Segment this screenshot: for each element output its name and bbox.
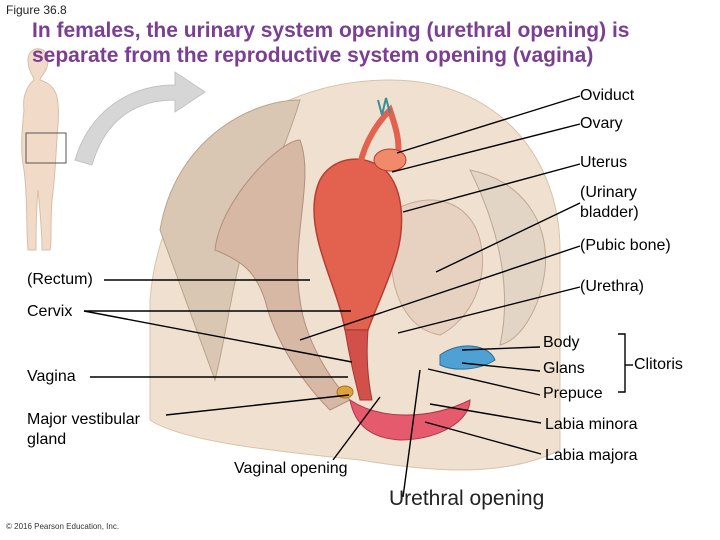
- label-clitoris: Clitoris: [634, 356, 683, 373]
- label-urinary-bladder-1: (Urinary: [580, 184, 637, 201]
- zoom-arrow-icon: [74, 71, 206, 166]
- label-cervix: Cervix: [27, 303, 73, 320]
- label-major-vestibular-gland-1: Major vestibular: [27, 411, 140, 428]
- label-glans: Glans: [543, 360, 585, 377]
- clitoris: [439, 345, 496, 370]
- vaginal-canal: [344, 329, 373, 401]
- label-oviduct: Oviduct: [580, 87, 635, 104]
- label-labia-majora: Labia majora: [545, 447, 638, 464]
- copyright-notice: © 2016 Pearson Education, Inc.: [6, 522, 120, 531]
- page-title: In females, the urinary system opening (…: [32, 19, 630, 67]
- label-urethral-opening: Urethral opening: [389, 487, 545, 510]
- label-labia-minora: Labia minora: [545, 416, 638, 433]
- label-prepuce: Prepuce: [543, 385, 603, 402]
- labia: [349, 398, 471, 441]
- inset-box: [25, 132, 67, 164]
- label-major-vestibular-gland-2: gland: [27, 431, 67, 448]
- label-urinary-bladder-2: bladder): [580, 204, 639, 221]
- label-vagina: Vagina: [27, 368, 76, 385]
- label-pubic-bone: (Pubic bone): [580, 237, 671, 254]
- ovary: [373, 148, 407, 172]
- label-vaginal-opening: Vaginal opening: [234, 460, 348, 477]
- rectum: [214, 139, 351, 411]
- label-uterus: Uterus: [580, 154, 628, 171]
- label-rectum: (Rectum): [27, 271, 93, 288]
- body-silhouette: [21, 48, 59, 251]
- label-urethra: (Urethra): [580, 278, 645, 295]
- pubic-bone: [469, 169, 547, 346]
- leader-lines: [83, 95, 633, 498]
- fimbriae: [377, 97, 391, 116]
- figure-label: Figure 36.8: [6, 3, 67, 17]
- label-body: Body: [543, 334, 580, 351]
- label-ovary: Ovary: [580, 115, 623, 132]
